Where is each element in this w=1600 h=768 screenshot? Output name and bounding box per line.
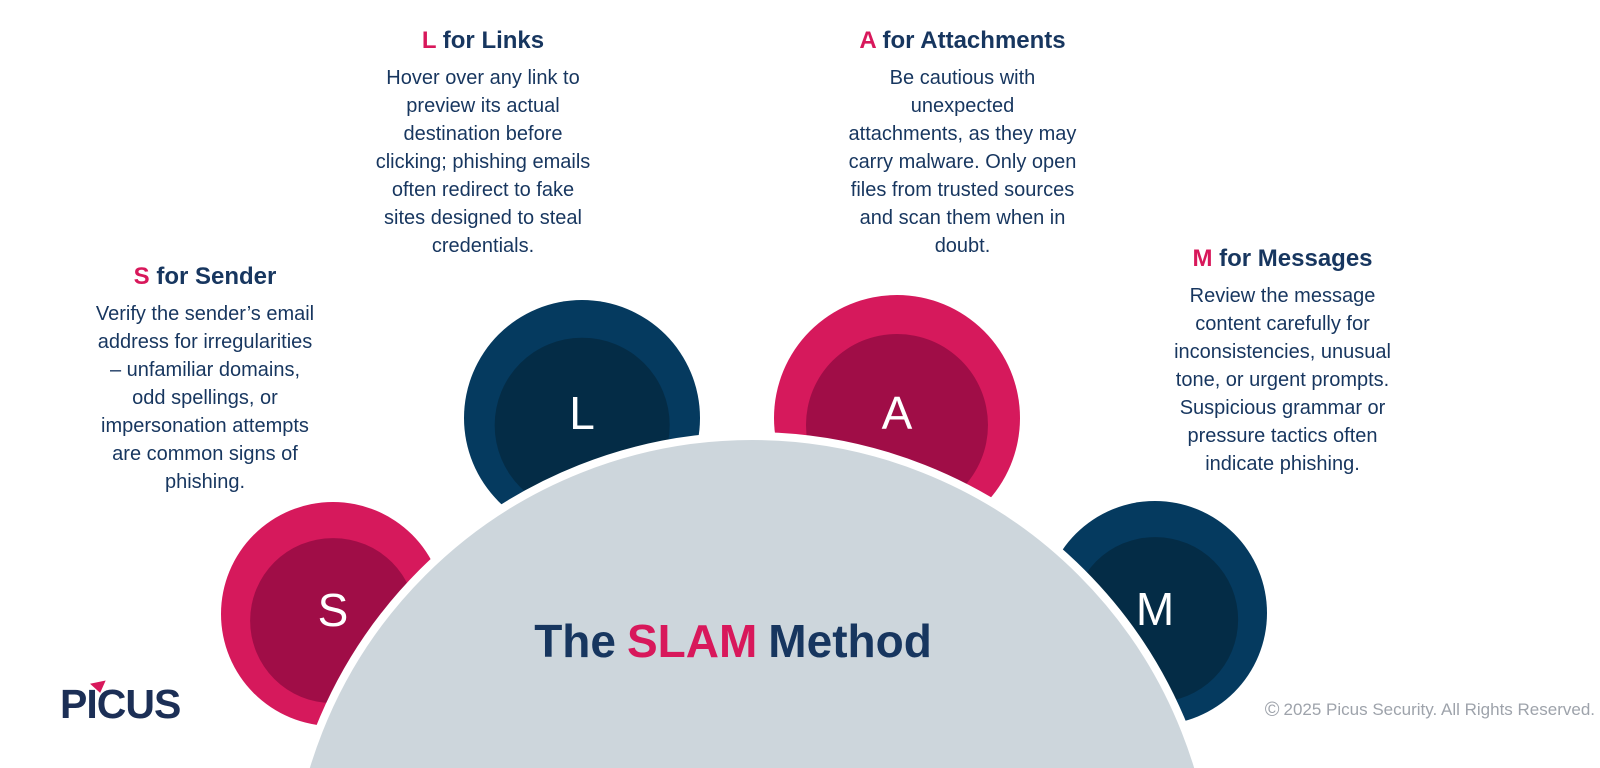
badge-l-letter: L <box>569 387 595 440</box>
section-attachments: A for Attachments Be cautious with unexp… <box>820 26 1105 260</box>
section-sender: S for Sender Verify the sender’s email a… <box>50 262 360 496</box>
attachments-letter: A <box>859 27 876 54</box>
links-heading-rest: for Links <box>436 27 545 54</box>
center-dome <box>282 432 1222 768</box>
copyright-text: 2025 Picus Security. All Rights Reserved… <box>1283 700 1596 719</box>
attachments-heading-rest: for Attachments <box>875 27 1066 54</box>
section-attachments-heading: A for Attachments <box>820 26 1105 56</box>
copyright-icon: © <box>1264 699 1280 721</box>
section-attachments-body: Be cautious with unexpected attachments,… <box>848 67 1077 257</box>
logo-text: PICUS <box>60 681 181 727</box>
sender-heading-rest: for Sender <box>149 263 277 290</box>
badge-s-letter: S <box>317 583 349 636</box>
badge-m-letter: M <box>1135 582 1175 635</box>
title-pre: The <box>534 615 616 667</box>
section-messages-heading: M for Messages <box>1150 244 1415 274</box>
title-post: Method <box>768 615 932 667</box>
sender-letter: S <box>133 263 150 290</box>
copyright: © 2025 Picus Security. All Rights Reserv… <box>1265 699 1595 721</box>
links-letter: L <box>421 27 437 54</box>
section-links-heading: L for Links <box>352 26 614 56</box>
section-links: L for Links Hover over any link to previ… <box>352 26 614 260</box>
section-sender-body: Verify the sender’s email address for ir… <box>95 303 315 493</box>
picus-logo: PICUS <box>60 680 181 727</box>
title-slam: SLAM <box>626 615 758 667</box>
section-links-body: Hover over any link to preview its actua… <box>375 67 591 257</box>
messages-heading-rest: for Messages <box>1212 245 1373 272</box>
messages-letter: M <box>1192 245 1213 272</box>
badge-a-letter: A <box>881 387 913 440</box>
section-sender-heading: S for Sender <box>50 262 360 292</box>
section-messages-body: Review the message content carefully for… <box>1174 285 1391 475</box>
section-messages: M for Messages Review the message conten… <box>1150 244 1415 478</box>
